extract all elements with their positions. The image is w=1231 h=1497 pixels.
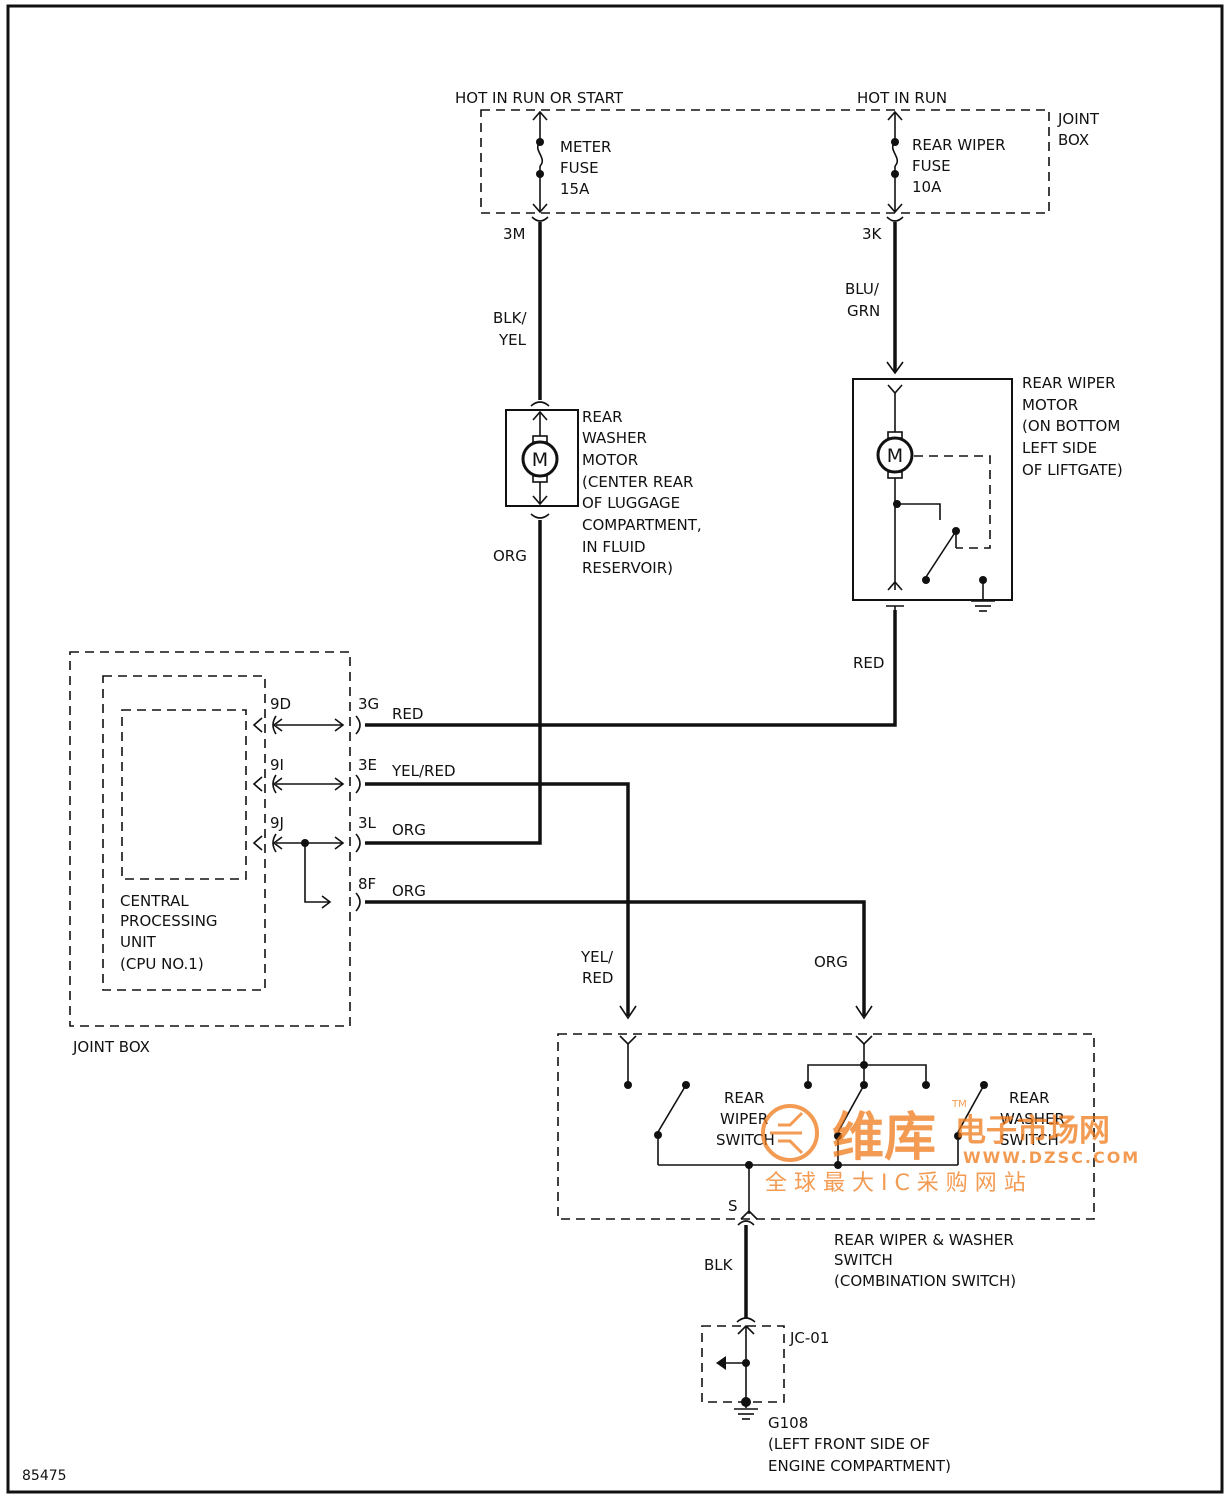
diagram-number: 85475	[22, 1468, 67, 1484]
wire-label-red-3g: RED	[392, 705, 423, 723]
ground-location-1: (LEFT FRONT SIDE OF	[768, 1435, 930, 1453]
cpu-label-3: UNIT	[120, 933, 157, 951]
watermark-url: WWW.DZSC.COM	[963, 1148, 1140, 1167]
pin-9j: 9J	[270, 814, 284, 832]
washer-motor-box	[505, 409, 579, 507]
wiper-motor-label-1: REAR WIPER	[1022, 374, 1116, 392]
washer-switch-label-3: SWITCH	[1000, 1131, 1059, 1149]
wiper-switch-label-3: SWITCH	[716, 1131, 775, 1149]
rear-wiper-motor: M REAR WIPER MOTOR (ON BOTTOM LEFT SIDE …	[852, 374, 1123, 612]
watermark-logo-text: 维库	[832, 1108, 936, 1168]
washer-switch-label-1: REAR	[1009, 1089, 1050, 1107]
combination-switch: S REAR WIPER SWITCH REAR WASHER SWITCH	[557, 1033, 1095, 1220]
wire-label-org-washer: ORG	[493, 547, 527, 565]
joint-box-top-label-2: BOX	[1058, 131, 1089, 149]
washer-motor-label-6: COMPARTMENT,	[582, 516, 702, 534]
wiper-motor-box	[852, 378, 1013, 601]
wire-label-org-8f: ORG	[392, 882, 426, 900]
wire-label-blk-yel-1: BLK/	[493, 309, 527, 327]
watermark: 维库 TM 电子市场网 WWW.DZSC.COM 全 球 最 大 I C 采 购…	[761, 1099, 1140, 1196]
pin-8f: 8F	[358, 875, 376, 893]
watermark-logo-icon	[761, 1104, 819, 1162]
junction-jc-01: JC-01	[701, 1317, 829, 1420]
fuse-joint-box: JOINT BOX	[480, 109, 1100, 214]
rear-washer-motor: M REAR WASHER MOTOR (CENTER REAR OF LUGG…	[505, 401, 702, 577]
fuse-box-outline	[480, 109, 1050, 214]
wire-org-8f	[365, 900, 866, 1016]
wiper-switch-label-2: WIPER	[720, 1110, 768, 1128]
wiper-motor-label-2: MOTOR	[1022, 396, 1078, 414]
washer-motor-label-7: IN FLUID	[582, 538, 646, 556]
terminal-s: S	[728, 1197, 738, 1215]
hot-run-label: HOT IN RUN	[857, 89, 947, 107]
ground-location-2: ENGINE COMPARTMENT)	[768, 1457, 951, 1475]
washer-motor-label-2: WASHER	[582, 429, 647, 447]
wire-label-blk-yel-2: YEL	[498, 331, 527, 349]
ground-name: G108	[768, 1414, 808, 1432]
wire-yel-red	[365, 782, 630, 1016]
pin-3l: 3L	[358, 814, 377, 832]
cpu-outline	[102, 675, 266, 991]
meter-fuse-label-1: METER	[560, 138, 611, 156]
wire-org-washer	[365, 520, 542, 845]
wire-label-yel-red-sw-2: RED	[582, 969, 613, 987]
wiper-motor-label-4: LEFT SIDE	[1022, 439, 1097, 457]
outer-frame	[6, 4, 1224, 1494]
combination-switch-label-1: REAR WIPER & WASHER	[834, 1231, 1014, 1249]
meter-fuse-label-2: FUSE	[560, 159, 599, 177]
pin-9i: 9I	[270, 756, 284, 774]
terminal-3m: 3M	[503, 225, 526, 243]
wire-label-red-motor: RED	[853, 654, 884, 672]
wire-label-org-3l: ORG	[392, 821, 426, 839]
pin-9d: 9D	[270, 695, 291, 713]
rear-wiper-fuse: REAR WIPER FUSE 10A 3K	[862, 110, 1006, 243]
combination-switch-label-2: SWITCH	[834, 1251, 893, 1269]
washer-motor-m: M	[532, 449, 548, 471]
cpu-label-4: (CPU NO.1)	[120, 955, 204, 973]
washer-motor-label-3: MOTOR	[582, 451, 638, 469]
washer-motor-label-4: (CENTER REAR	[582, 473, 693, 491]
watermark-name: 电子市场网	[955, 1113, 1110, 1149]
meter-fuse-rating: 15A	[560, 180, 590, 198]
wiper-motor-label-3: (ON BOTTOM	[1022, 417, 1120, 435]
watermark-tm: TM	[951, 1099, 967, 1110]
watermark-slogan: 全 球 最 大 I C 采 购 网 站	[765, 1171, 1026, 1196]
cpu-label-1: CENTRAL	[120, 892, 189, 910]
wiper-fuse-label-1: REAR WIPER	[912, 136, 1006, 154]
joint-box-outline	[69, 651, 351, 1027]
wire-label-org-sw: ORG	[814, 953, 848, 971]
wire-label-blu-grn-1: BLU/	[845, 280, 880, 298]
wire-label-yel-red-3e: YEL/RED	[391, 762, 456, 780]
cpu-label-2: PROCESSING	[120, 912, 218, 930]
wire-red	[365, 610, 897, 727]
wire-label-blk: BLK	[704, 1256, 734, 1274]
wiper-switch-label-1: REAR	[724, 1089, 765, 1107]
meter-fuse: METER FUSE 15A 3M	[503, 110, 611, 243]
washer-motor-label-8: RESERVOIR)	[582, 559, 673, 577]
washer-motor-label-1: REAR	[582, 408, 623, 426]
wiper-motor-label-5: OF LIFTGATE)	[1022, 461, 1123, 479]
combination-switch-label-3: (COMBINATION SWITCH)	[834, 1272, 1016, 1290]
wiper-fuse-rating: 10A	[912, 178, 942, 196]
wiper-fuse-label-2: FUSE	[912, 157, 951, 175]
terminal-3k: 3K	[862, 225, 883, 243]
hot-run-start-label: HOT IN RUN OR START	[455, 89, 624, 107]
wiper-motor-m: M	[887, 445, 903, 467]
wire-label-blu-grn-2: GRN	[847, 302, 880, 320]
joint-box-top-label-1: JOINT	[1057, 110, 1100, 128]
joint-box-bottom-label: JOINT BOX	[72, 1038, 150, 1056]
wire-label-yel-red-sw-1: YEL/	[580, 948, 614, 966]
cpu-inner-outline	[121, 709, 247, 880]
junction-label: JC-01	[789, 1329, 829, 1347]
washer-motor-label-5: OF LUGGAGE	[582, 494, 680, 512]
cpu-joint-box: CENTRAL PROCESSING UNIT (CPU NO.1) JOINT…	[69, 651, 379, 1056]
pin-3g: 3G	[358, 695, 379, 713]
pin-3e: 3E	[358, 756, 377, 774]
washer-switch-label-2: WASHER	[1000, 1110, 1065, 1128]
